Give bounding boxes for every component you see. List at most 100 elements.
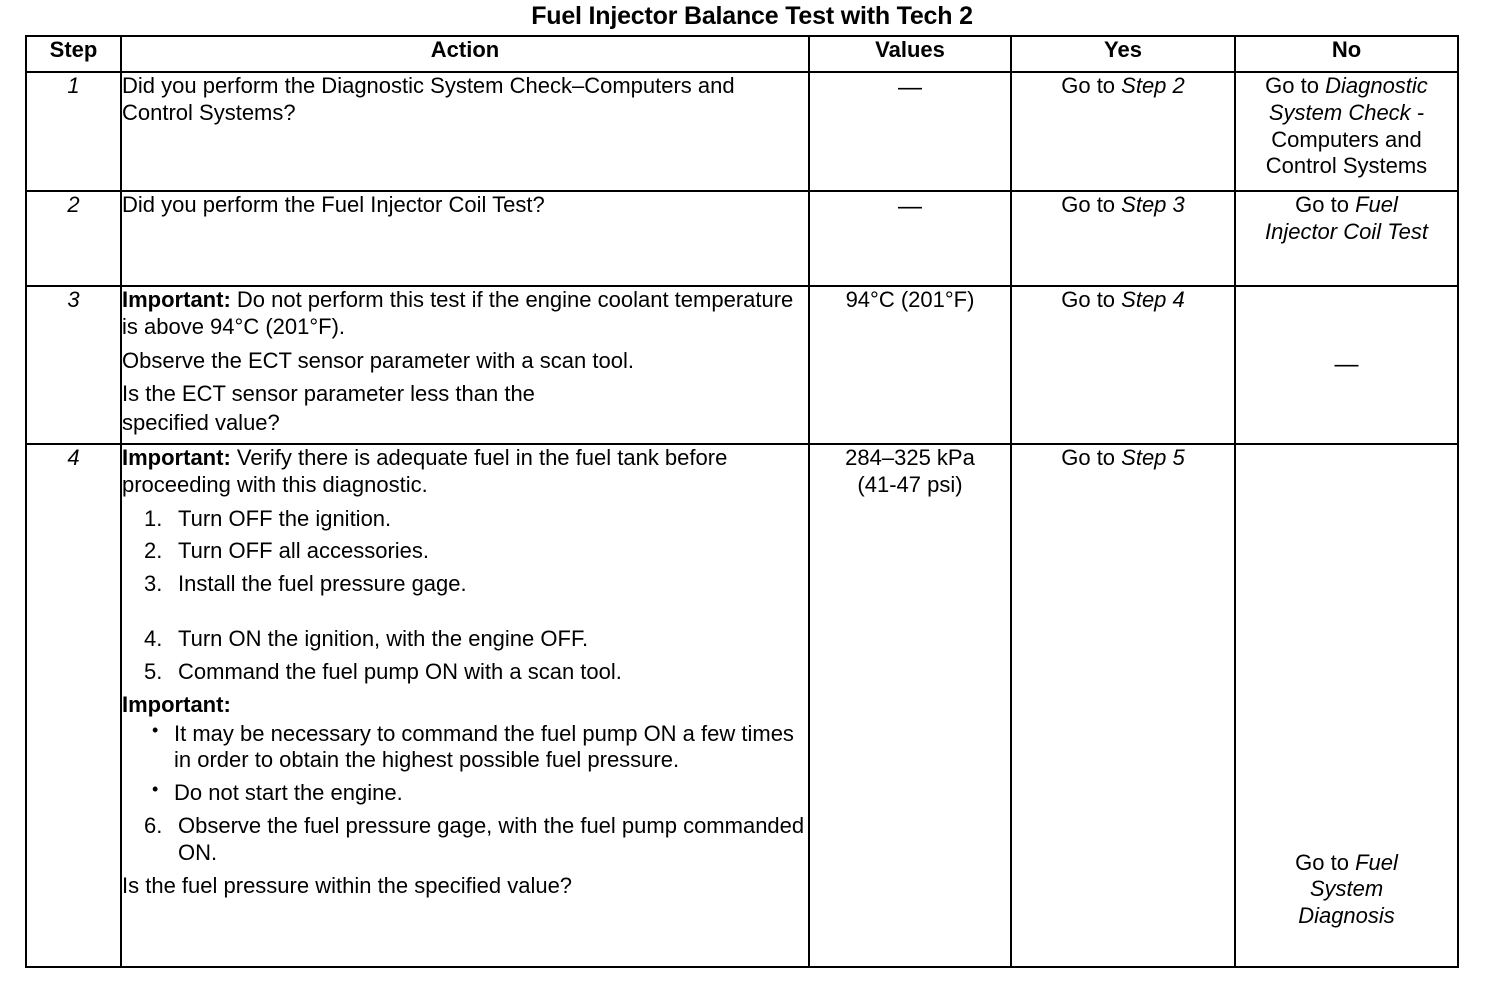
action-cell: Did you perform the Diagnostic System Ch… [120,71,810,192]
table-row: 1 Did you perform the Diagnostic System … [25,71,1459,192]
no-goto-line-2: System [1236,876,1457,903]
no-goto-target-part: Fuel [1355,192,1398,217]
important-note: Important: Verify there is adequate fuel… [122,445,808,499]
list-item-text: Install the fuel pressure gage. [178,571,467,597]
no-goto-line-3: Diagnosis [1236,903,1457,930]
yes-goto-prefix: Go to [1061,192,1122,217]
list-item-number: 1. [144,505,163,531]
important-body: Verify there is adequate fuel in the fue… [122,445,728,497]
yes-cell: Go to Step 2 [1010,71,1236,192]
important-label: Important: [122,445,231,470]
action-text: Did you perform the Diagnostic System Ch… [122,73,735,125]
no-goto-target-part: Fuel [1355,849,1398,875]
no-goto-line-3: Computers and [1271,126,1422,152]
column-header-values: Values [808,35,1012,73]
values-cell: — [808,190,1012,287]
action-text: Did you perform the Fuel Injector Coil T… [122,192,545,217]
list-item-text: Command the fuel pump ON with a scan too… [178,658,622,684]
values-cell: 94°C (201°F) [808,285,1012,445]
yes-goto-prefix: Go to [1061,73,1122,98]
list-item-number: 6. [144,813,163,839]
action-question-line-2: specified value? [122,410,280,436]
no-goto-target-part: System [1309,876,1384,902]
no-cell: Go to Fuel System Diagnosis [1234,443,1459,968]
yes-cell: Go to Step 5 [1010,443,1236,968]
no-goto-line-2: Injector Coil Test [1236,219,1457,246]
no-goto-target-part: Diagnostic [1325,73,1428,98]
list-item-number: 3. [144,571,163,597]
important-label: Important: [122,287,231,312]
no-goto-target-part: System Check - [1268,99,1425,125]
list-item-text: It may be necessary to command the fuel … [174,720,794,773]
no-goto-line-1: Go to Fuel [1236,192,1457,219]
diagnostic-table: Step Action Values Yes No 1 Did you perf… [25,35,1459,968]
column-header-action: Action [120,35,810,73]
step-number-cell: 4 [25,443,122,968]
values-line-2: (41-47 psi) [857,471,963,497]
list-item: •Do not start the engine. [122,779,808,807]
list-item: 2. Turn OFF all accessories. [122,538,808,565]
yes-goto-prefix: Go to [1061,287,1122,312]
no-goto-target-part: Diagnosis [1298,903,1395,929]
table-row: 4 Important: Verify there is adequate fu… [25,443,1459,968]
no-goto-line-4: Control Systems [1265,153,1428,179]
yes-cell: Go to Step 4 [1010,285,1236,445]
no-goto-line-1: Go to Fuel [1236,850,1457,877]
no-cell: — [1234,285,1459,445]
list-item: 5. Command the fuel pump ON with a scan t… [122,659,808,686]
bullet-list: • It may be necessary to command the fuel… [122,719,808,807]
values-dash: — [898,74,922,101]
action-question-line-1: Is the ECT sensor parameter less than th… [122,381,535,407]
list-item: 3. Install the fuel pressure gage. [122,571,808,598]
list-item-number: 4. [144,626,163,652]
step-number-cell: 3 [25,285,122,445]
step-number-cell: 2 [25,190,122,287]
table-row: 3 Important: Do not perform this test if… [25,285,1459,445]
no-goto-line-2: System Check - [1236,100,1457,127]
action-cell: Important: Verify there is adequate fuel… [120,443,810,968]
list-item-number: 5. [144,658,163,684]
no-goto-prefix: Go to [1265,73,1326,98]
list-item-text: Observe the fuel pressure gage, with the… [178,813,805,865]
column-header-step: Step [25,35,122,73]
page-title: Fuel Injector Balance Test with Tech 2 [531,2,973,30]
list-item: 6. Observe the fuel pressure gage, with t… [122,813,808,867]
table-header-row: Step Action Values Yes No [25,35,1459,73]
no-goto-line-1: Go to Diagnostic [1236,73,1457,100]
bullet-icon: • [152,719,159,740]
yes-goto-target: Step 3 [1121,192,1185,217]
action-cell: Important: Do not perform this test if t… [120,285,810,445]
important-body: Do not perform this test if the engine c… [122,287,794,339]
column-header-yes: Yes [1010,35,1236,73]
list-item-text: Turn OFF the ignition. [178,505,392,531]
no-goto-prefix: Go to [1295,849,1356,875]
list-item-number: 2. [144,538,163,564]
yes-goto-prefix: Go to [1061,445,1122,470]
values-cell: — [808,71,1012,192]
yes-goto-target: Step 4 [1121,287,1185,312]
yes-goto-target: Step 2 [1121,73,1185,98]
values-cell: 284–325 kPa (41-47 psi) [808,443,1012,968]
action-cell: Did you perform the Fuel Injector Coil T… [120,190,810,287]
numbered-step-list: 1. Turn OFF the ignition. 2. Turn OFF all … [122,506,808,686]
values-line-1: 284–325 kPa [845,445,975,470]
action-question: Is the fuel pressure within the specifie… [122,872,573,898]
no-cell: Go to Fuel Injector Coil Test [1234,190,1459,287]
list-item-text: Turn OFF all accessories. [178,538,430,564]
list-item-text: Turn ON the ignition, with the engine OF… [178,626,589,652]
yes-cell: Go to Step 3 [1010,190,1236,287]
no-goto-prefix: Go to [1295,192,1356,217]
step-number-cell: 1 [25,71,122,192]
list-item: 4. Turn ON the ignition, with the engine … [122,626,808,653]
column-header-no: No [1234,35,1459,73]
no-dash: — [1334,351,1359,379]
numbered-step-list-continued: 6. Observe the fuel pressure gage, with t… [122,813,808,867]
action-observe-text: Observe the ECT sensor parameter with a … [122,347,634,373]
list-item-text: Do not start the engine. [174,780,403,806]
table-row: 2 Did you perform the Fuel Injector Coil… [25,190,1459,287]
important-note: Important: Do not perform this test if t… [122,287,808,341]
values-dash: — [898,193,922,220]
list-item: 1. Turn OFF the ignition. [122,506,808,533]
no-goto-target-part: Injector Coil Test [1264,218,1429,244]
